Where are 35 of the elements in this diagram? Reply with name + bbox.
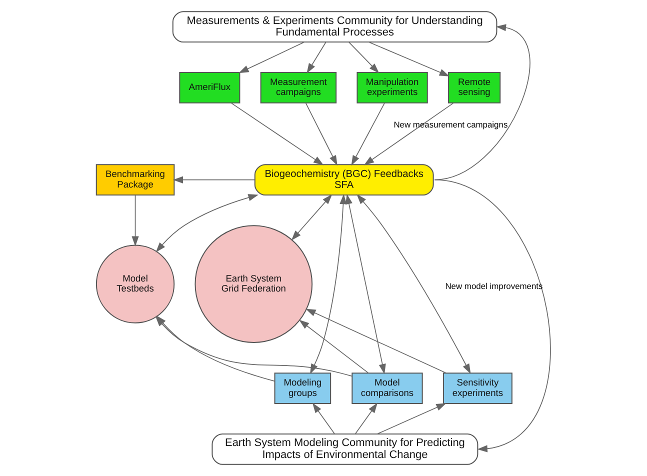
node-box: Measurement campaigns xyxy=(260,72,337,104)
arrow xyxy=(364,102,454,166)
node-circle: Earth System Grid Federation xyxy=(194,225,313,343)
arrow xyxy=(310,194,347,374)
arrow xyxy=(172,176,256,184)
node-box: Measurements & Experiments Community for Understanding Fundamental Processes xyxy=(172,11,498,43)
node-box: AmeriFlux xyxy=(179,72,240,104)
arrow xyxy=(434,179,551,452)
arrow xyxy=(312,402,336,434)
node-box: Manipulation experiments xyxy=(356,72,428,104)
arrow xyxy=(348,42,380,74)
arrow xyxy=(230,102,324,166)
arrow xyxy=(376,403,446,434)
arrow xyxy=(238,42,305,74)
arrow xyxy=(345,194,386,374)
arrow xyxy=(351,102,385,166)
arrow xyxy=(298,320,369,374)
arrow xyxy=(291,194,332,240)
arrow xyxy=(354,402,378,434)
node-box: Benchmarking Package xyxy=(96,164,175,196)
arrow xyxy=(356,194,471,374)
arrow xyxy=(306,42,326,74)
node-box: Sensitivity experiments xyxy=(442,372,512,404)
node-box: Modeling groups xyxy=(274,372,332,404)
arrow xyxy=(306,308,446,374)
arrow xyxy=(305,102,338,166)
node-box: Biogeochemistry (BGC) Feedbacks SFA xyxy=(254,164,434,196)
node-box: Earth System Modeling Community for Predicting Impacts of Environmental Change xyxy=(212,433,478,465)
arrow xyxy=(156,194,258,252)
edge-label: New model improvements xyxy=(445,281,543,292)
node-circle: Model Testbeds xyxy=(96,244,175,324)
arrow xyxy=(132,194,139,246)
node-box: Model comparisons xyxy=(352,372,423,404)
node-box: Remote sensing xyxy=(448,72,501,104)
arrow xyxy=(368,42,450,76)
